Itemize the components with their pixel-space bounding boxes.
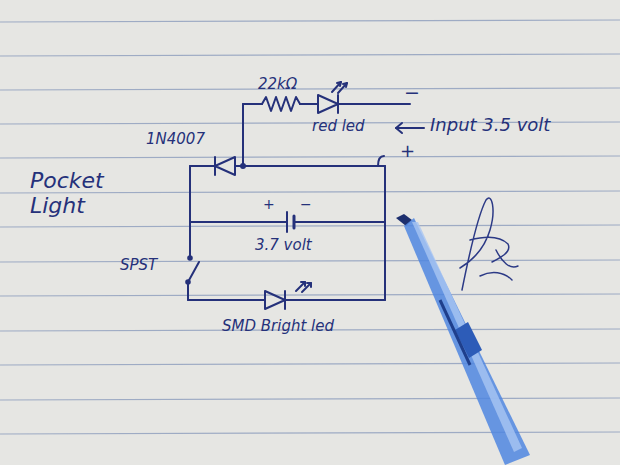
component-name: SMD Bright led [222,318,334,335]
diode-part-number: 1N4007 [146,131,205,148]
wire [242,104,244,166]
battery-voltage: 3.7 volt [255,237,312,254]
wire [338,103,410,105]
input-terminal [378,156,384,166]
resistor-value: 22kΩ [258,76,297,93]
wire [235,165,385,167]
input-note: Input 3.5 volt [430,115,550,136]
terminal-polarity: − [404,82,420,104]
signature [460,198,518,290]
wire [188,299,265,301]
wire [294,221,385,223]
diagram-title: Pocket Light [30,168,125,219]
battery-polarity: − [300,196,312,212]
spst-switch-symbol [186,256,199,284]
led-symbol [265,282,311,309]
pen-illustration [396,214,530,465]
wire [187,282,189,300]
battery-symbol [287,212,294,232]
switch-name: SPST [120,257,157,274]
wire [190,165,215,167]
wire [300,103,318,105]
terminal-polarity: + [400,141,415,162]
input-arrow [396,127,424,129]
wire [190,221,287,223]
wire [243,103,262,105]
wire [285,299,385,301]
wire [189,166,191,258]
input-arrow-head [396,123,402,133]
junction-dot [241,164,245,168]
resistor-symbol [262,97,300,111]
component-name: red led [312,118,365,135]
led-symbol [318,82,347,113]
wire [384,166,386,300]
paper-lines [0,20,620,434]
battery-polarity: + [263,196,275,212]
diode-symbol [215,157,235,175]
